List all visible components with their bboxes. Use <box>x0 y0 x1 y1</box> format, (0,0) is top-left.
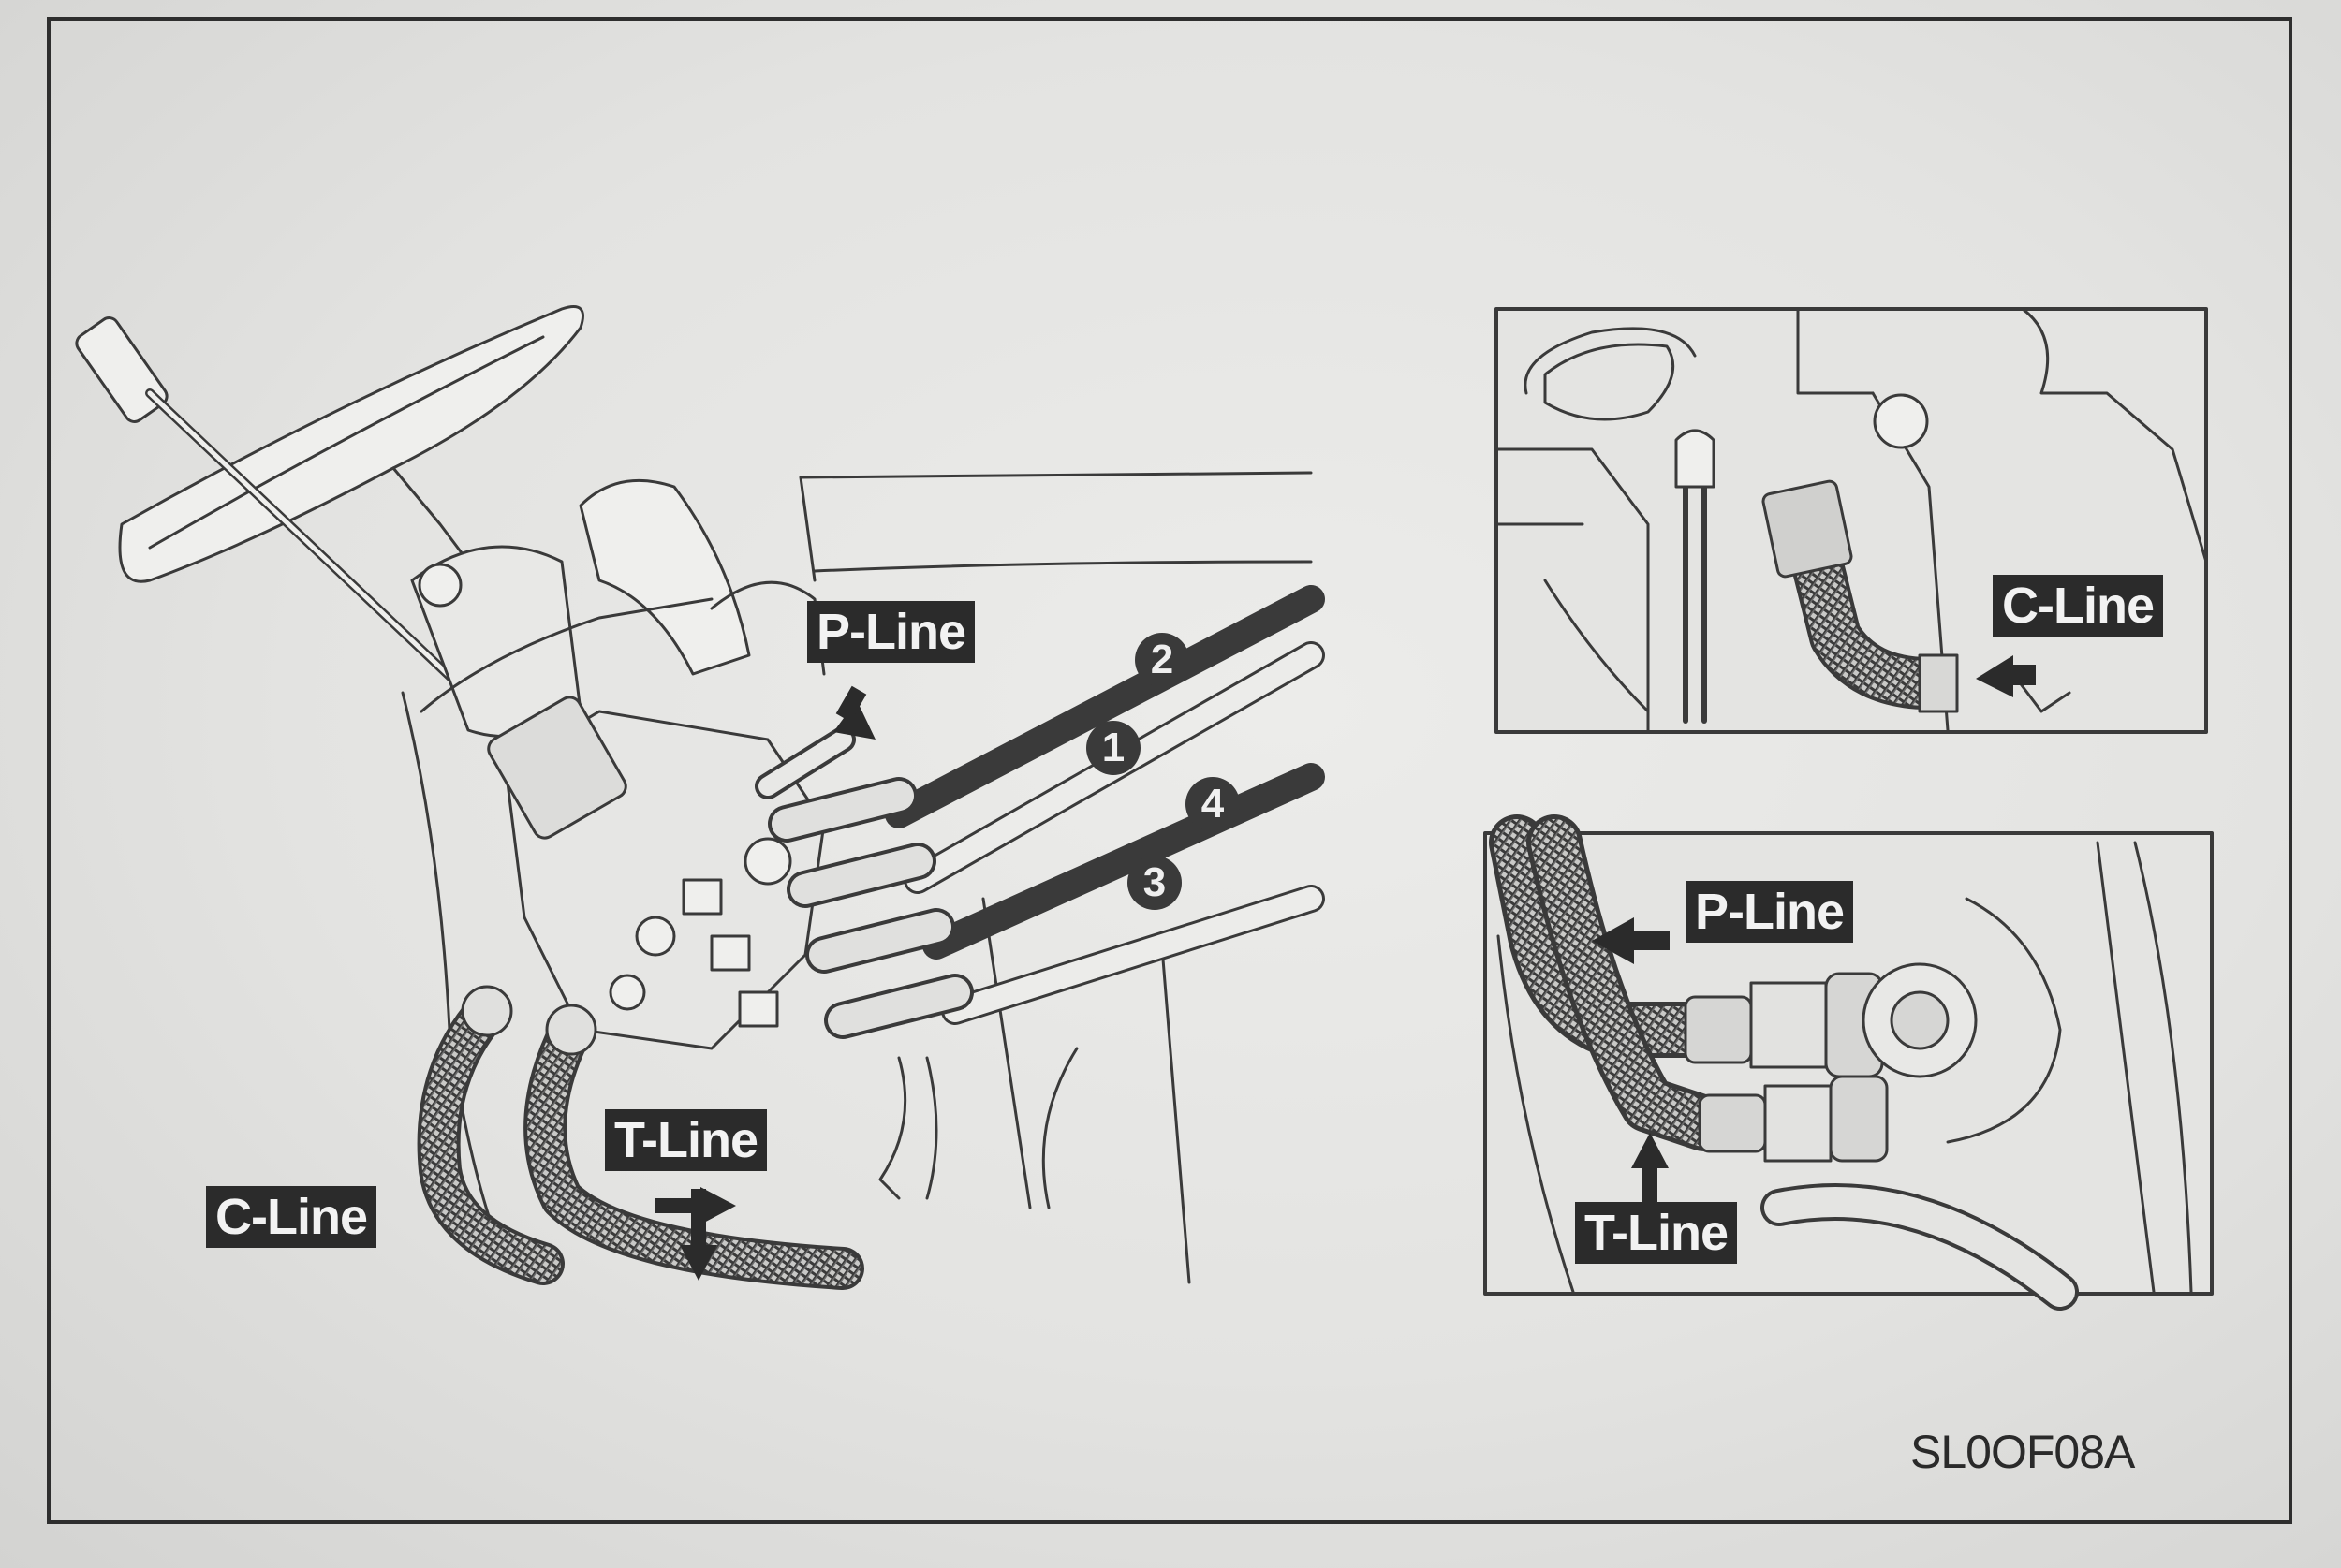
dashboard-panel <box>799 471 1313 1284</box>
inset-top <box>1494 307 2208 734</box>
inset-top-c-line-arrow <box>1976 655 2013 697</box>
inset-bottom-t-line-arrow <box>1631 1133 1669 1168</box>
lower-hoses <box>417 985 938 1290</box>
hose-number-1: 1 <box>1086 721 1141 775</box>
hose-number-3: 3 <box>1127 856 1182 910</box>
control-lever <box>75 316 582 739</box>
t-line-label-main: T-Line <box>605 1109 767 1171</box>
t-line-label-inset-bottom: T-Line <box>1575 1202 1737 1264</box>
t-line-arrow <box>680 1245 717 1281</box>
hose-number-2: 2 <box>1135 633 1189 687</box>
c-line-arrow <box>700 1187 736 1224</box>
c-line-label-main: C-Line <box>206 1186 376 1248</box>
c-line-label-inset-top: C-Line <box>1993 575 2163 637</box>
control-valve <box>487 696 826 1050</box>
arrows-main <box>655 685 876 1281</box>
figure-code: SL0OF08A <box>1910 1426 2135 1478</box>
seat-console <box>401 478 826 1266</box>
steering-wheel <box>118 305 584 583</box>
p-line-label-main: P-Line <box>807 601 976 663</box>
inset-bottom-p-line-arrow <box>1592 917 1634 964</box>
p-line-arrow <box>833 700 876 740</box>
figure-border <box>47 17 2292 1524</box>
hose-number-4: 4 <box>1185 777 1240 831</box>
p-line-label-inset-bottom: P-Line <box>1686 881 1854 943</box>
